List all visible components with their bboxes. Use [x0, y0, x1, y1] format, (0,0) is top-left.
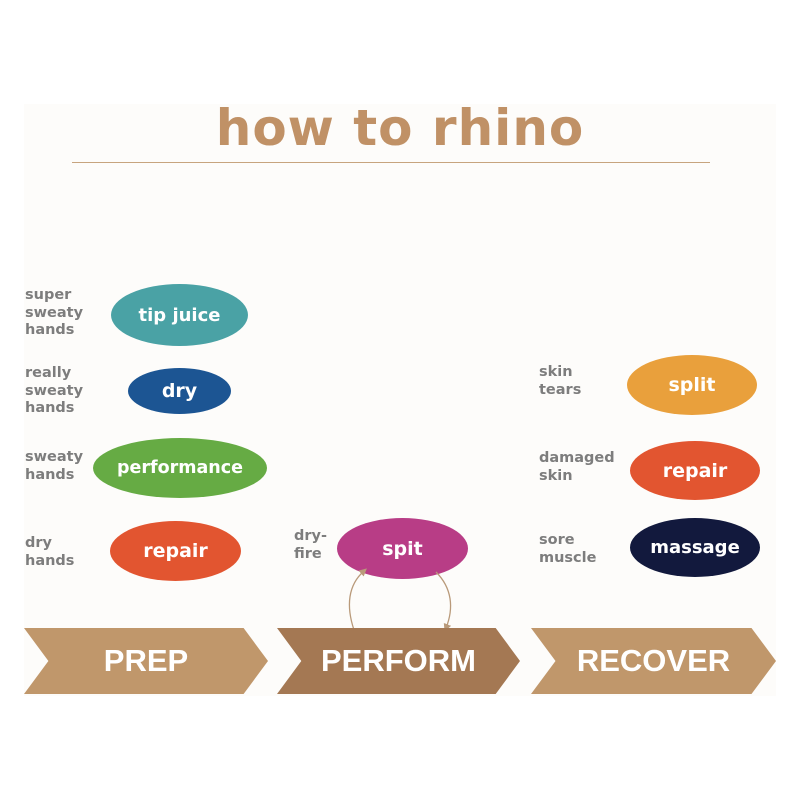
prep-condition-1: super sweaty hands [25, 287, 84, 338]
recover-condition-3: sore muscle [539, 532, 597, 566]
stage-perform-label: PERFORM [321, 643, 476, 678]
stage-perform: PERFORM [277, 628, 520, 694]
prep-condition-3: sweaty hands [25, 449, 84, 483]
product-repair-recover: repair [630, 441, 760, 500]
title-divider [72, 162, 710, 163]
page-title: how to rhino [215, 99, 585, 157]
perform-condition-1: dry- fire [294, 528, 328, 562]
product-repair-prep: repair [110, 521, 241, 581]
prep-condition-2: really sweaty hands [25, 365, 84, 416]
cycle-arrow-up [348, 568, 367, 631]
stage-prep: PREP [24, 628, 268, 694]
product-dry: dry [128, 368, 231, 414]
product-massage: massage [630, 518, 760, 577]
stage-recover: RECOVER [531, 628, 776, 694]
stage-prep-label: PREP [103, 643, 189, 678]
recover-condition-2: damaged skin [539, 450, 615, 484]
stage-recover-label: RECOVER [576, 643, 731, 678]
prep-condition-4: dry hands [25, 535, 75, 569]
product-tip-juice: tip juice [111, 284, 248, 346]
cycle-arrow-down [435, 571, 452, 632]
product-split: split [627, 355, 757, 415]
product-performance: performance [93, 438, 267, 498]
recover-condition-1: skin tears [539, 364, 582, 398]
